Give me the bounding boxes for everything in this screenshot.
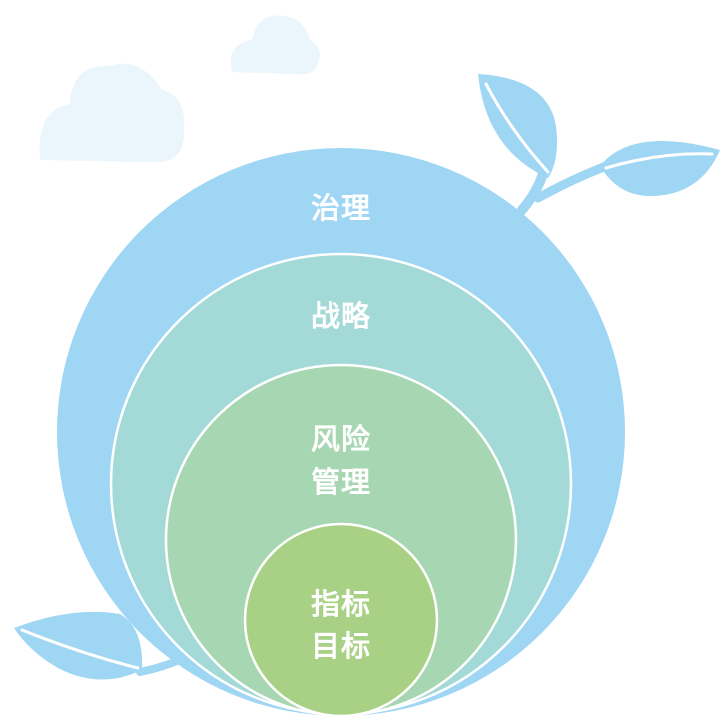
label-metrics-targets-line-2: 目标 [311, 629, 371, 663]
cloud-icon [39, 63, 185, 162]
leaf-icon [478, 74, 720, 215]
label-metrics-targets-line-1: 指标 [311, 587, 371, 621]
label-risk-management-line-2: 管理 [311, 465, 371, 499]
circle-metrics-targets [243, 522, 439, 716]
circle-layers [57, 148, 625, 716]
label-strategy-line-1: 战略 [311, 299, 371, 333]
label-governance-line-1: 治理 [311, 191, 371, 225]
cloud-icon [230, 15, 320, 75]
label-risk-management-line-1: 风险 [311, 422, 371, 456]
